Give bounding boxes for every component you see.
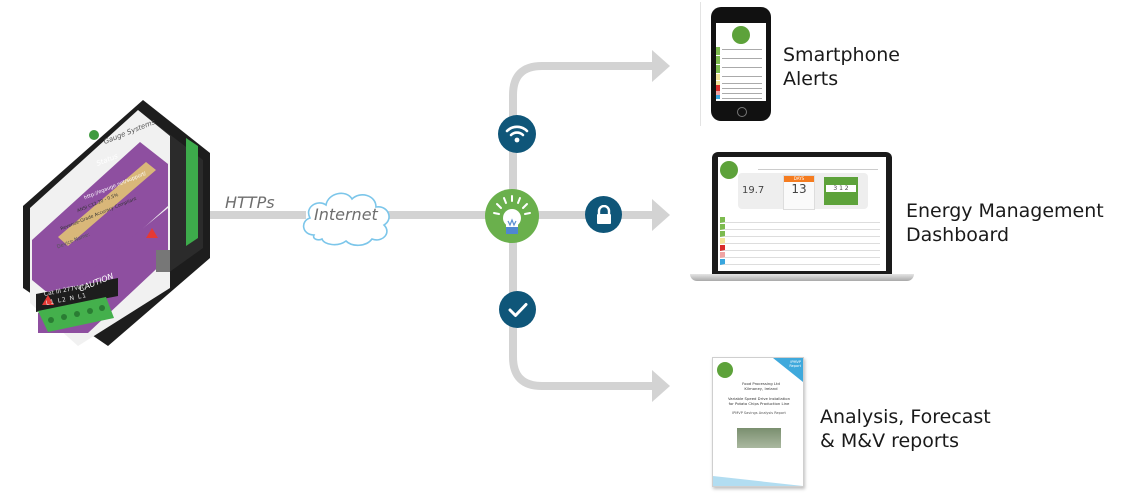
report-footer-accent — [713, 476, 803, 486]
connector-to-phone — [509, 62, 655, 215]
reports-label-line2: & M&V reports — [820, 430, 960, 452]
report-type: IPMVP Savings Analysis Report — [732, 411, 786, 415]
smartphone-alerts-label: Smartphone Alerts — [783, 43, 900, 91]
arrow-to-reports — [652, 370, 670, 402]
smartphone-app-logo — [732, 26, 750, 44]
dashboard-days-value: 13 — [791, 182, 807, 196]
dashboard-label-line2: Dashboard — [906, 224, 1010, 246]
energy-meter-device: Gauge Systems Status http://egauge.net/s… — [18, 98, 218, 348]
report-corner-accent — [773, 358, 803, 382]
arrow-to-phone — [652, 50, 670, 82]
report-badge: IPMVP Report — [789, 360, 801, 368]
lock-icon — [585, 196, 622, 233]
smartphone-label-line2: Alerts — [783, 68, 839, 90]
smartphone-screen — [716, 23, 766, 101]
reports-label-line1: Analysis, Forecast — [820, 406, 991, 428]
dashboard-label-line1: Energy Management — [906, 200, 1104, 222]
report-logo — [717, 362, 733, 378]
dashboard-counter-widget: 3 1 2 — [824, 177, 858, 205]
check-icon — [499, 291, 536, 328]
laptop-image: 19.7 DAYS 13 3 1 2 — [712, 152, 892, 274]
connector-to-reports — [509, 215, 655, 390]
dashboard-days-widget: DAYS 13 — [783, 175, 815, 210]
dashboard-days-label: DAYS — [784, 176, 814, 182]
internet-label: Internet — [314, 205, 378, 224]
wifi-icon — [498, 115, 536, 153]
smartphone-home-button — [737, 107, 747, 117]
https-label: HTTPs — [225, 193, 275, 212]
dashboard-alert-list — [720, 217, 880, 265]
smartphone-image — [711, 7, 771, 121]
report-photo — [737, 428, 781, 448]
smartphone-label-line1: Smartphone — [783, 44, 900, 66]
dashboard-counter: 3 1 2 — [826, 185, 856, 192]
dashboard-reading: 19.7 — [742, 185, 765, 196]
lightbulb-icon — [485, 189, 539, 243]
dashboard-widgets: 19.7 DAYS 13 3 1 2 — [738, 173, 868, 210]
report-title: Variable Speed Drive Installation for Po… — [727, 396, 791, 406]
report-document-image: IPMVP Report Food Processing Ltd Kilmone… — [712, 357, 804, 487]
phone-divider-left — [700, 2, 701, 126]
dashboard-screen: 19.7 DAYS 13 3 1 2 — [718, 157, 886, 271]
arrow-to-dashboard — [652, 199, 670, 231]
dashboard-logo — [720, 161, 738, 179]
cloud-icon — [302, 192, 390, 247]
energy-dashboard-label: Energy Management Dashboard — [906, 199, 1104, 247]
reports-label: Analysis, Forecast & M&V reports — [820, 405, 991, 453]
laptop-base — [690, 274, 914, 281]
report-company: Food Processing Ltd Kilmoney, Ireland — [742, 381, 780, 391]
